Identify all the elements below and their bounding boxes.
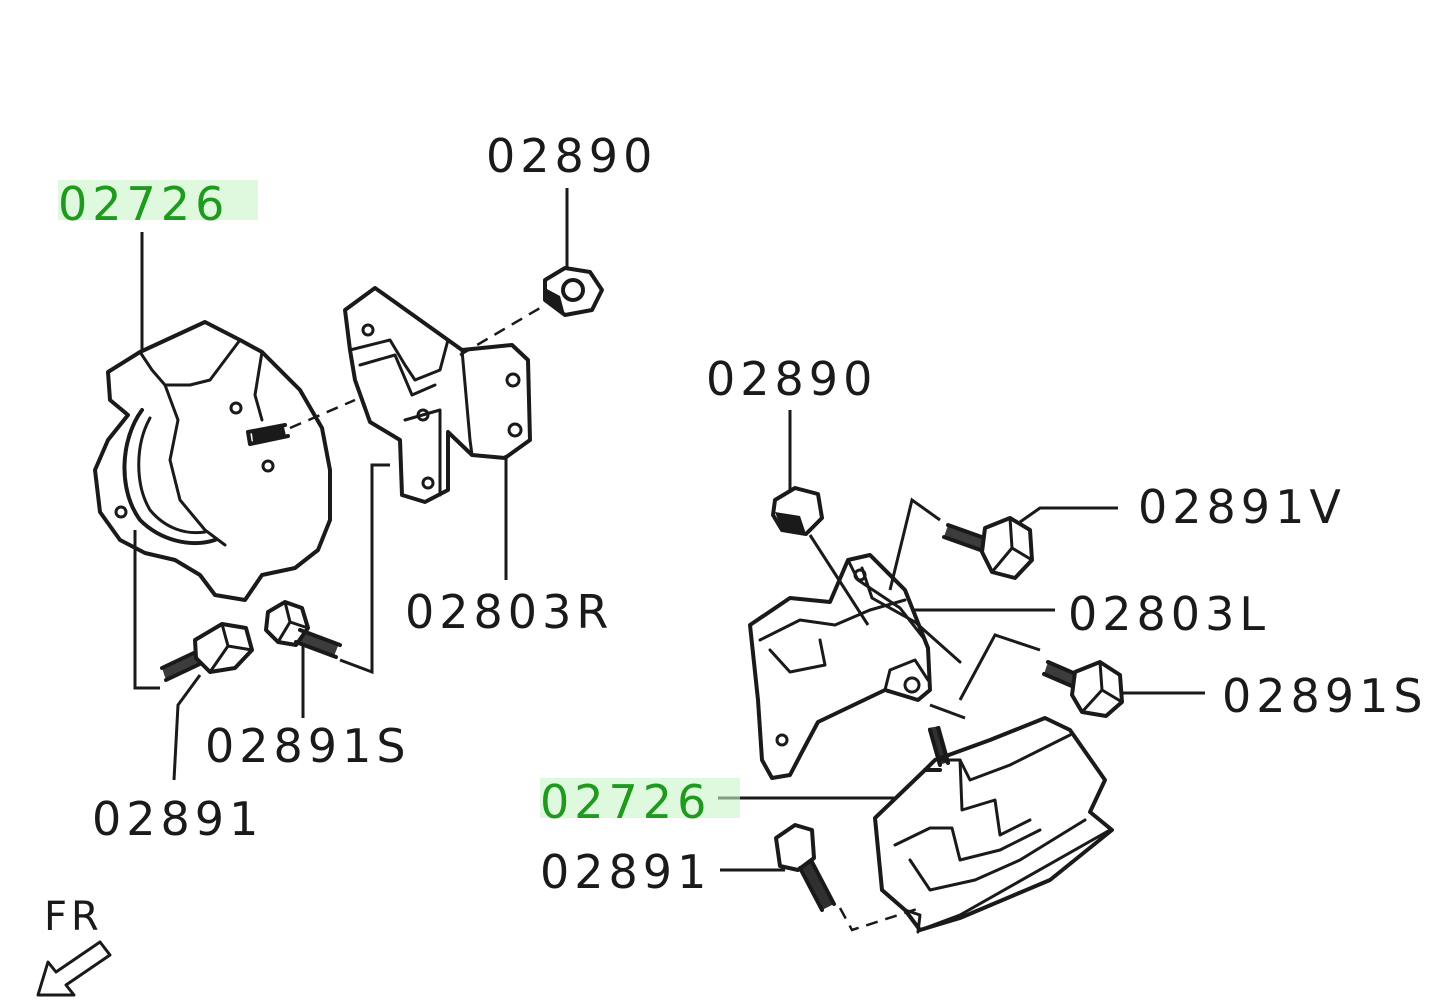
right-nut-label[interactable]: 02890 (706, 352, 877, 406)
left-bolt-label[interactable]: 02891 (92, 792, 263, 846)
right-mount-label[interactable]: 02726 (540, 775, 711, 829)
left-bolt[interactable] (160, 622, 254, 682)
left-mount-label[interactable]: 02726 (58, 177, 229, 231)
right-nut-axis (808, 534, 870, 626)
left-engine-mount[interactable] (93, 320, 332, 602)
front-direction-label: FR (44, 894, 103, 940)
left-stud-axis (289, 398, 356, 430)
right-bracket-lower-line (929, 703, 966, 720)
left-assembly-bracket-lines (133, 463, 390, 690)
right-bolt-s-axis (958, 633, 1041, 701)
right-assembly: 02890 02891V 02803L 02891S 02726 02891 (540, 352, 1428, 934)
right-bolt-s[interactable] (1042, 660, 1124, 718)
front-direction-indicator: FR (36, 894, 112, 997)
leader-left-bolt (172, 674, 202, 781)
right-bolt[interactable] (774, 823, 836, 912)
right-bolt-v-label[interactable]: 02891V (1138, 480, 1346, 534)
left-mount-label-highlight (58, 180, 258, 220)
right-bolt-v-axis (888, 497, 941, 591)
right-engine-mount[interactable] (873, 716, 1114, 934)
left-bracket[interactable] (343, 286, 532, 504)
left-nut-axis (459, 306, 541, 357)
right-bolt-v[interactable] (942, 516, 1034, 580)
right-mount-label-highlight (540, 778, 740, 818)
left-bracket-label[interactable]: 02803R (405, 585, 613, 639)
right-bracket-label[interactable]: 02803L (1068, 587, 1270, 641)
right-nut[interactable] (771, 486, 824, 536)
leader-right-bolt-v (1019, 506, 1118, 524)
left-assembly: 02726 02890 02803R 02891S 02891 (58, 129, 657, 846)
front-arrow-icon (36, 940, 112, 997)
right-bolt-label[interactable]: 02891 (540, 845, 711, 899)
right-bolt-s-label[interactable]: 02891S (1222, 669, 1428, 723)
right-bolt-axis (838, 906, 921, 932)
left-bolt-small[interactable] (264, 600, 342, 659)
left-nut[interactable] (543, 266, 604, 317)
left-nut-label[interactable]: 02890 (486, 129, 657, 183)
left-bolt-small-label[interactable]: 02891S (205, 719, 411, 773)
right-bracket[interactable] (748, 553, 962, 780)
